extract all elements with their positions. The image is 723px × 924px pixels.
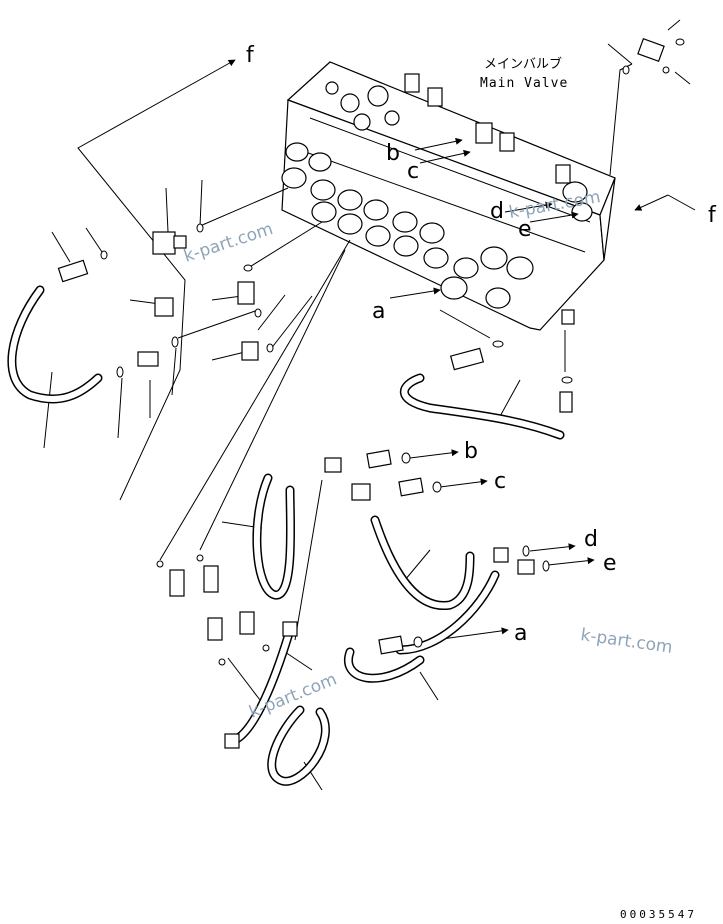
- main-valve-label-en: Main Valve: [480, 76, 568, 91]
- label-a-upper: a: [372, 299, 385, 324]
- label-d-lower: d: [584, 527, 598, 552]
- label-b-lower: b: [464, 439, 478, 464]
- label-e-upper: e: [518, 217, 532, 242]
- label-f-top: f: [246, 43, 255, 68]
- label-a-lower: a: [514, 621, 527, 646]
- label-c-upper: c: [407, 159, 419, 184]
- label-d-upper: d: [490, 199, 504, 224]
- label-e-lower: e: [603, 551, 617, 576]
- label-b-upper: b: [386, 141, 400, 166]
- loose-fittings: [57, 37, 685, 413]
- label-c-lower: c: [494, 469, 506, 494]
- main-valve-body: [281, 61, 616, 331]
- watermark-3: k-part.com: [579, 625, 673, 658]
- drawing-code: 00035547: [620, 908, 697, 921]
- leader-lines: [43, 19, 691, 791]
- label-f-right: f: [708, 203, 717, 228]
- lower-fittings: [156, 449, 550, 749]
- reference-arrows: [77, 59, 696, 643]
- hoses: [7, 285, 565, 786]
- main-valve-label-jp: メインバルブ: [484, 56, 562, 72]
